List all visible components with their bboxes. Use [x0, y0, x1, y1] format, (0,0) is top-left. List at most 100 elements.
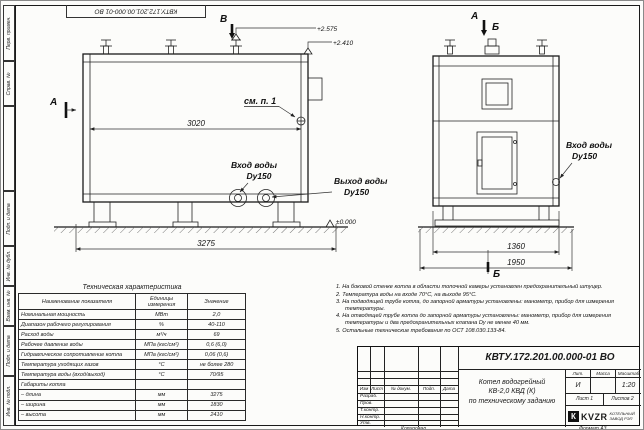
valve-icon: [99, 39, 113, 55]
section-letter: Б: [493, 269, 500, 280]
strip-label: Справ. №: [6, 72, 12, 95]
strip-label: Перв. примен.: [6, 16, 12, 50]
strip-cell-podp-data-1: Подп. и дата: [3, 191, 15, 246]
boiler-front-view: Вход воды Dy150 1360 1950 А: [418, 11, 613, 280]
table-row: Диапазон рабочего регулирования%40-110: [18, 319, 246, 331]
tb-scale-value: 1:20: [615, 377, 641, 393]
strip-cell-empty: [3, 106, 15, 191]
strip-cell-podp-data-2: Подп. и дата: [3, 326, 15, 376]
tb-h-doc: № докум.: [390, 386, 412, 391]
boiler-side-view: 3020 +2: [49, 14, 388, 252]
inlet-text: Вход воды: [566, 140, 613, 150]
tb-doc-code: КВТУ.172.201.00.000-01 ВО: [458, 347, 641, 369]
see-note-text: см. п. 1: [244, 96, 276, 106]
cell-units: м³/ч: [135, 329, 188, 341]
note-1: 1. На боковой стенке котла в области топ…: [336, 284, 603, 290]
title-block: Изм Лист № докум. Подп. Дата Разраб. Про…: [357, 346, 641, 427]
see-note-callout: см. п. 1: [244, 96, 296, 118]
front-inlet-stub: [552, 178, 560, 186]
footer-format-label: Формат А3: [579, 426, 607, 430]
note-2: 2. Температура воды на входе 70°С, на вы…: [336, 291, 477, 298]
dim-value: 1360: [507, 242, 525, 251]
tb-line: [418, 347, 419, 427]
dim-body-length: 3020: [187, 119, 205, 128]
tb-mass-label: Масса: [590, 369, 615, 377]
tb-item-name: Котел водогрейный КВ-2,0 КВД (К) по техн…: [458, 369, 565, 427]
cell-name: Температура уходящих газов: [18, 359, 136, 371]
col-header-name: Наименование показателя: [18, 292, 136, 311]
tb-lit-label: Лит.: [565, 369, 590, 377]
cell-units: мм: [135, 409, 188, 421]
outlet-water-label: Выход воды Dy150: [271, 176, 388, 199]
company-name-line2: ЗАВОД РЭП: [609, 415, 633, 421]
tb-line: [358, 407, 458, 408]
cell-value: 3275: [187, 389, 246, 401]
tb-line: [358, 378, 458, 379]
inlet-water-label: Вход воды Dy150: [231, 160, 278, 193]
tb-role-nkontr: Н.контр.: [360, 415, 381, 420]
drawing-canvas: 3020 +2: [49, 11, 613, 280]
tb-name-line3: по техническому заданию: [468, 397, 556, 405]
tech-table: Наименование показателя Единицы измерени…: [18, 292, 246, 421]
tb-scale-label: Масштаб: [615, 369, 641, 377]
section-mark-b-top: В: [220, 14, 235, 39]
cell-name: – ширина: [18, 399, 136, 411]
outlet-flange: [257, 189, 275, 207]
top-doc-code-stamp: КВТУ.172.201.00.000-01 ВО: [66, 5, 206, 18]
tb-line: [440, 347, 441, 427]
cell-value: 70/95: [187, 369, 246, 381]
ground-hatch: [418, 227, 574, 233]
cell-value: 0,06 (0,6): [187, 349, 246, 361]
elevation-value: +2.575: [317, 26, 337, 33]
tb-role-tkontr: Т.контр.: [360, 408, 380, 413]
tb-sheets-value: 2: [630, 396, 634, 402]
tb-h-date: Дата: [442, 386, 456, 391]
cell-units: [135, 379, 188, 391]
strip-label: Подп. и дата: [6, 202, 12, 235]
side-pocket: [307, 77, 323, 101]
cell-name: Габариты котла: [18, 379, 136, 391]
tb-role-utv: Утв.: [360, 421, 371, 426]
section-mark-a-left: А: [49, 97, 77, 118]
strip-label: Взам. инв. №: [6, 290, 12, 322]
sheet-frame: [15, 5, 640, 426]
inlet-flange: [229, 189, 247, 207]
tb-h-izm: Изм: [359, 386, 369, 391]
tb-line: [358, 385, 458, 386]
section-letter: В: [220, 14, 227, 25]
tech-characteristics: Техническая характеристика Наименование …: [18, 284, 246, 421]
cell-name: Диапазон рабочего регулирования: [18, 319, 136, 331]
section-letter: А: [470, 11, 478, 22]
top-fitting: [484, 45, 500, 55]
elevation-mark-body-top: +2.410: [303, 40, 353, 55]
elevation-mark-top: +2.575: [231, 26, 337, 41]
col-header-units: Единицы измерения: [135, 292, 188, 311]
note-5: 5. Остальные технические требования по О…: [336, 327, 507, 334]
cell-name: – высота: [18, 409, 136, 421]
strip-cell-sprav: Справ. №: [3, 61, 15, 106]
valve-icon: [164, 39, 178, 55]
cell-value: не более 280: [187, 359, 246, 371]
tb-line: [358, 400, 458, 401]
footer-copied-label: Копировал: [401, 426, 426, 430]
dim-overall-length: 3275: [75, 224, 337, 252]
cell-name: Рабочее давление воды: [18, 339, 136, 351]
company-name: КОТЕЛЬНЫЙ ЗАВОД РЭП: [609, 411, 635, 422]
tb-sheets-cell: Листов 2: [603, 393, 641, 405]
cell-units: МПа (кгс/см²): [135, 349, 188, 361]
dim-value: 1950: [507, 258, 525, 267]
dim-front-overall: 1950: [419, 229, 573, 271]
tb-company-cell: К KVZR КОТЕЛЬНЫЙ ЗАВОД РЭП: [565, 405, 641, 427]
cell-units: МПа (кгс/см²): [135, 339, 188, 351]
company-logo-icon: К: [568, 411, 579, 422]
supports: [88, 202, 301, 228]
tb-sheets-label: Листов: [611, 396, 630, 402]
elevation-value: +2.410: [333, 40, 353, 47]
cell-value: 40-110: [187, 319, 246, 331]
strip-cell-perv-primen: Перв. примен.: [3, 5, 15, 61]
